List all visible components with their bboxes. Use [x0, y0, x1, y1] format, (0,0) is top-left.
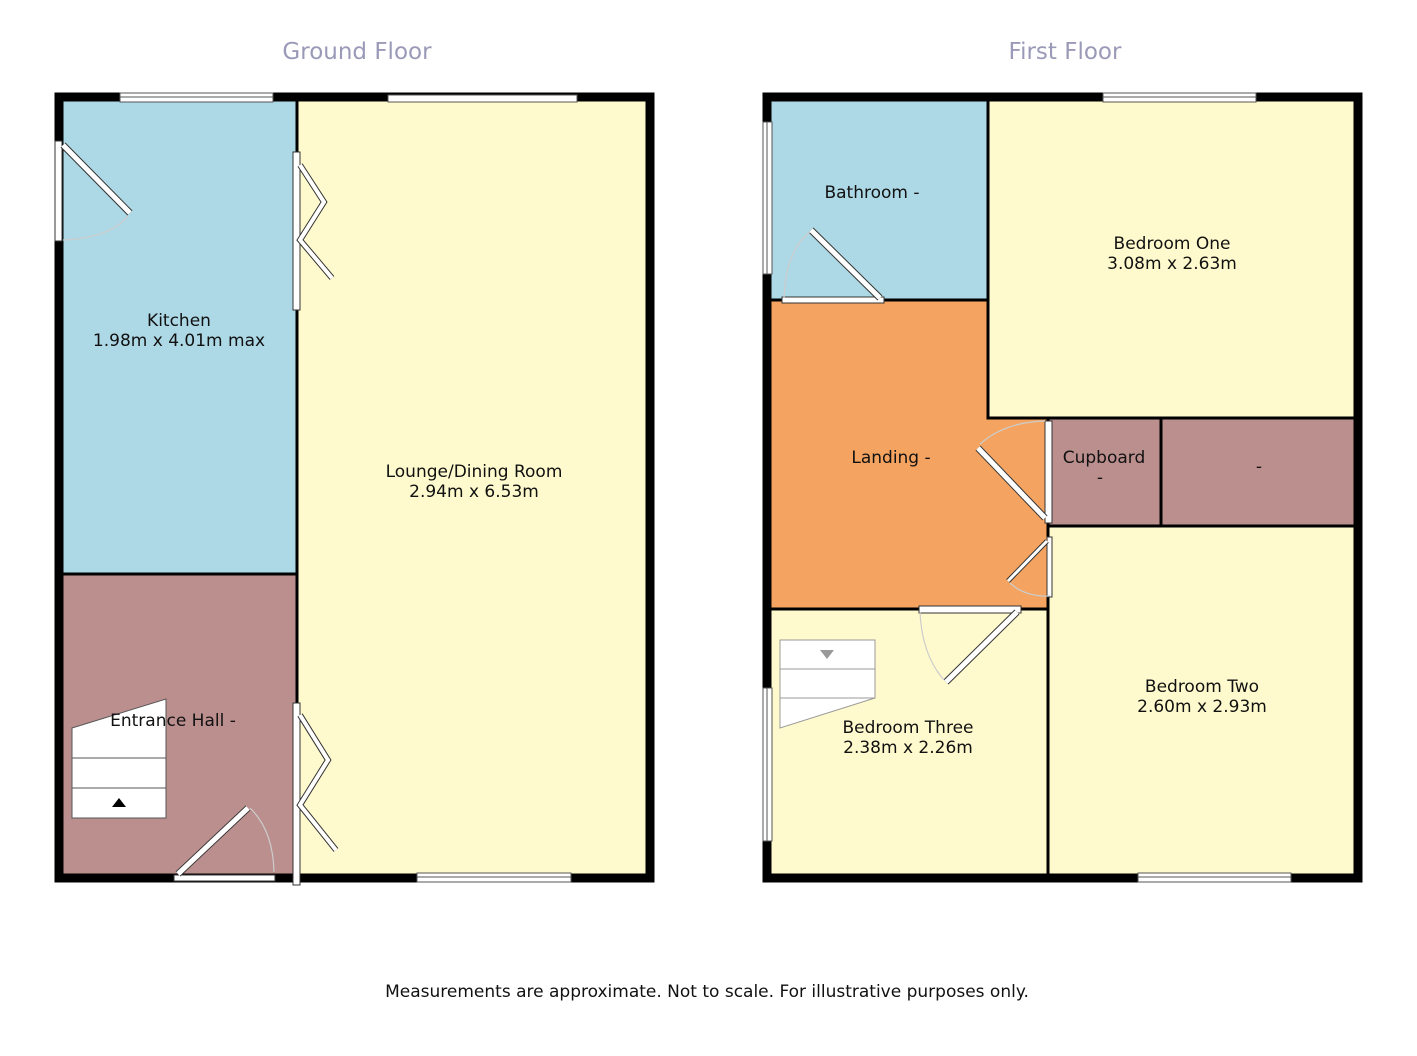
- landing-label: Landing -: [851, 448, 930, 468]
- bedroom-two-label: Bedroom Two: [1145, 677, 1259, 697]
- window: [387, 94, 578, 103]
- bedroom-one-room: [988, 101, 1354, 418]
- cupboard-label: Cupboard: [1063, 448, 1146, 468]
- disclaimer: Measurements are approximate. Not to sca…: [385, 982, 1029, 1002]
- entrance-hall-label: Entrance Hall -: [110, 711, 236, 731]
- bedroom-three-size: 2.38m x 2.26m: [843, 738, 973, 758]
- folding-door: [292, 151, 335, 311]
- bedroom-three-label: Bedroom Three: [843, 718, 974, 738]
- cupboard-two-room: [1161, 418, 1354, 526]
- stairs-up-arrow-icon: [112, 798, 126, 807]
- cupboard-door: [975, 420, 1053, 524]
- bedroom-two-door: [1006, 536, 1053, 598]
- cupboard-room: [1048, 418, 1161, 526]
- first-floor-title: First Floor: [1009, 39, 1122, 65]
- bedroom-one-size: 3.08m x 2.63m: [1107, 254, 1237, 274]
- window: [762, 121, 773, 275]
- lounge-size: 2.94m x 6.53m: [409, 482, 539, 502]
- kitchen-label: Kitchen: [147, 311, 211, 331]
- window: [762, 687, 773, 842]
- bedroom-two-room: [1048, 526, 1354, 874]
- window: [119, 92, 274, 103]
- window: [1102, 92, 1257, 103]
- bathroom-room: [771, 101, 988, 300]
- bathroom-label: Bathroom -: [824, 183, 919, 203]
- bedroom-one-label: Bedroom One: [1114, 234, 1231, 254]
- first-floor-plan: Bathroom - Bedroom One 3.08m x 2.63m Lan…: [762, 92, 1363, 883]
- stairs: [779, 639, 876, 729]
- lounge-room: [297, 101, 646, 874]
- stairs-down-arrow-icon: [820, 650, 834, 659]
- window: [416, 872, 572, 883]
- cupboard-size: -: [1097, 468, 1103, 488]
- cupboard-two-label: -: [1256, 457, 1262, 477]
- lounge-label: Lounge/Dining Room: [386, 462, 563, 482]
- bathroom-door: [781, 227, 885, 304]
- kitchen-door: [54, 140, 133, 242]
- front-door: [173, 805, 276, 882]
- ground-floor-plan: Kitchen 1.98m x 4.01m max Lounge/Dining …: [54, 92, 655, 886]
- bedroom-two-size: 2.60m x 2.93m: [1137, 697, 1267, 717]
- ground-floor-title: Ground Floor: [282, 39, 432, 65]
- bedroom-three-door: [918, 605, 1022, 685]
- stairs: [71, 698, 167, 819]
- folding-door: [292, 702, 339, 886]
- landing-room: [771, 300, 1048, 609]
- kitchen-size: 1.98m x 4.01m max: [93, 331, 265, 351]
- window: [1137, 872, 1292, 883]
